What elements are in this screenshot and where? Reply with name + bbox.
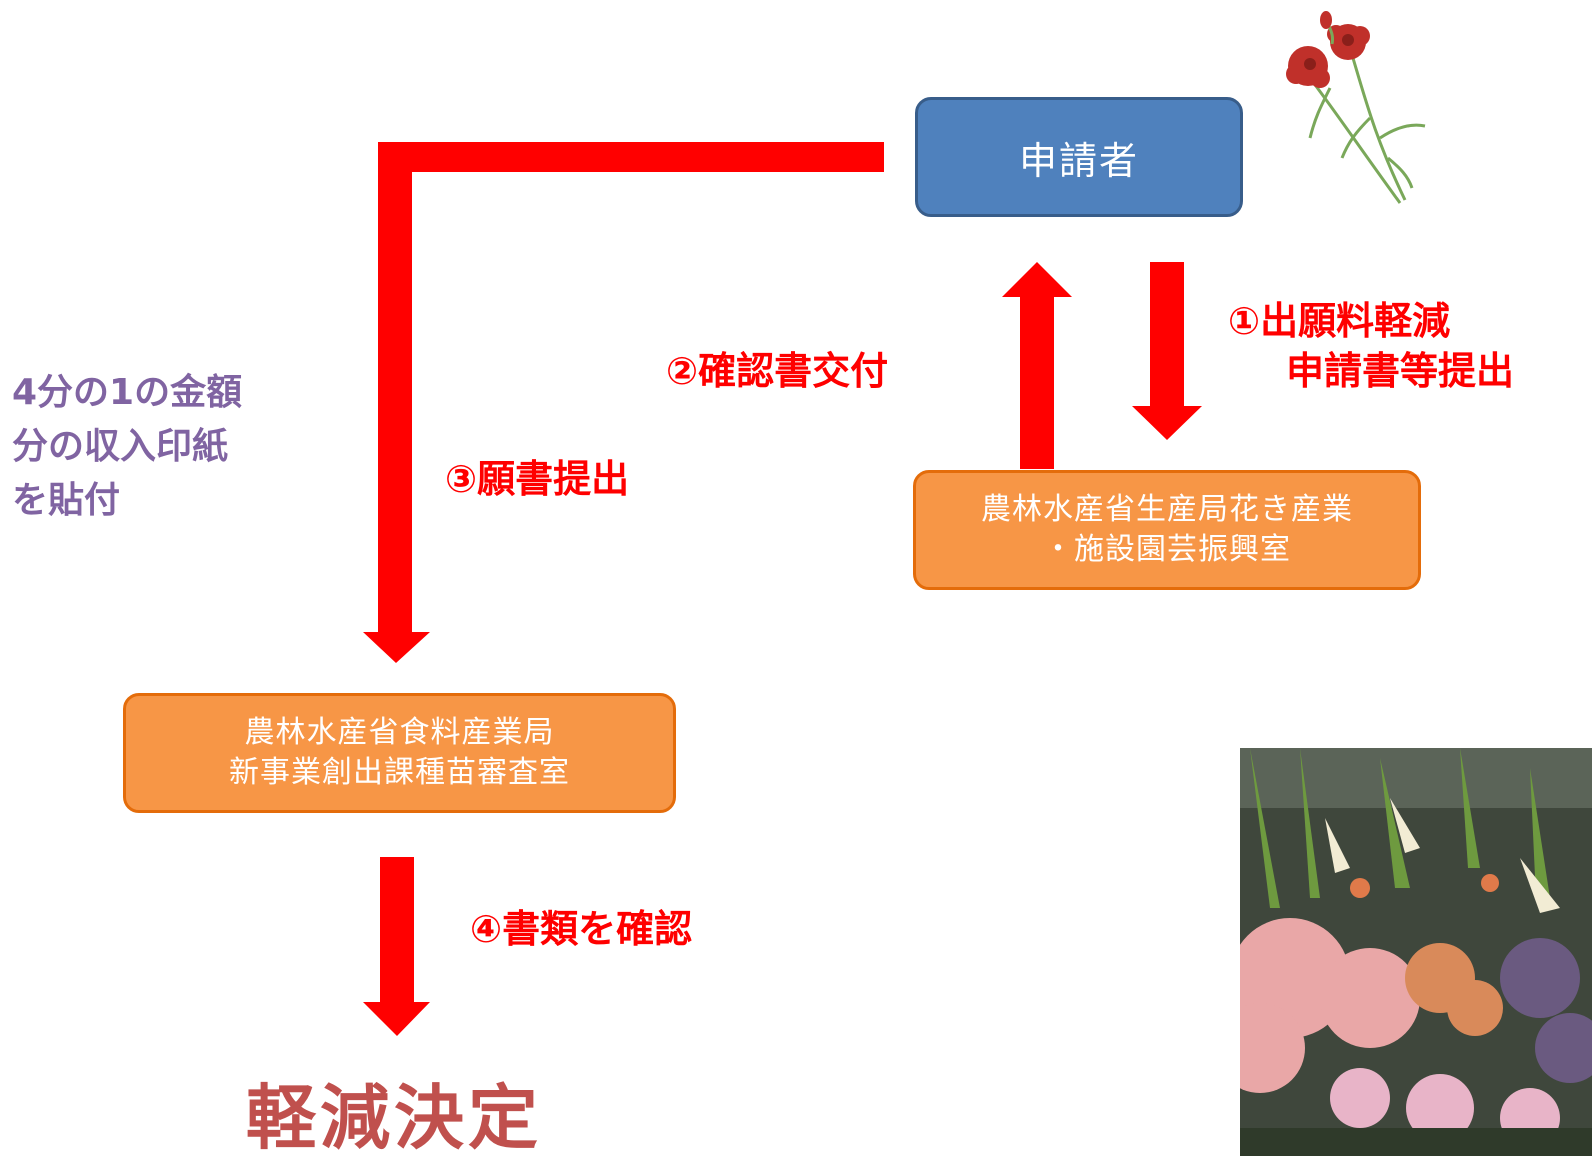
flower-photo-image: [1240, 748, 1592, 1156]
flower-photo: [1240, 748, 1592, 1156]
step-1-label: ①出願料軽減 申請書等提出: [1228, 296, 1514, 396]
applicant-label: 申請者: [1018, 138, 1139, 183]
step-2-label: ②確認書交付: [666, 349, 889, 393]
applicant-to-seeds-office-arrow: [363, 142, 884, 663]
step-3-label: ③願書提出: [445, 457, 630, 501]
note-line-2: 分の収入印紙: [12, 426, 229, 467]
step-1-line-2: 申請書等提出: [1286, 349, 1515, 393]
step-1-line-1: ①出願料軽減: [1228, 299, 1451, 343]
horticulture-office-box: 農林水産省生産局花き産業 ・施設園芸振興室: [913, 470, 1421, 590]
note-line-1: 4分の1の金額: [12, 372, 243, 413]
result-label: 軽減決定: [246, 1077, 542, 1159]
up-arrow: [1002, 262, 1072, 469]
horticulture-office-line-1: 農林水産省生産局花き産業: [981, 492, 1353, 527]
seeds-office-line-1: 農林水産省食料産業局: [244, 715, 555, 750]
result-arrow: [363, 857, 430, 1036]
down-arrow: [1132, 262, 1202, 440]
applicant-box: 申請者: [915, 97, 1243, 217]
horticulture-office-line-2: ・施設園芸振興室: [1043, 532, 1291, 567]
seeds-office-box: 農林水産省食料産業局 新事業創出課種苗審査室: [123, 693, 676, 813]
revenue-stamp-note: 4分の1の金額 分の収入印紙 を貼付: [12, 366, 242, 528]
step-4-label: ④書類を確認: [470, 907, 693, 951]
seeds-office-line-2: 新事業創出課種苗審査室: [229, 755, 570, 790]
carnation-illustration: [1286, 11, 1426, 204]
note-line-3: を貼付: [12, 480, 121, 521]
